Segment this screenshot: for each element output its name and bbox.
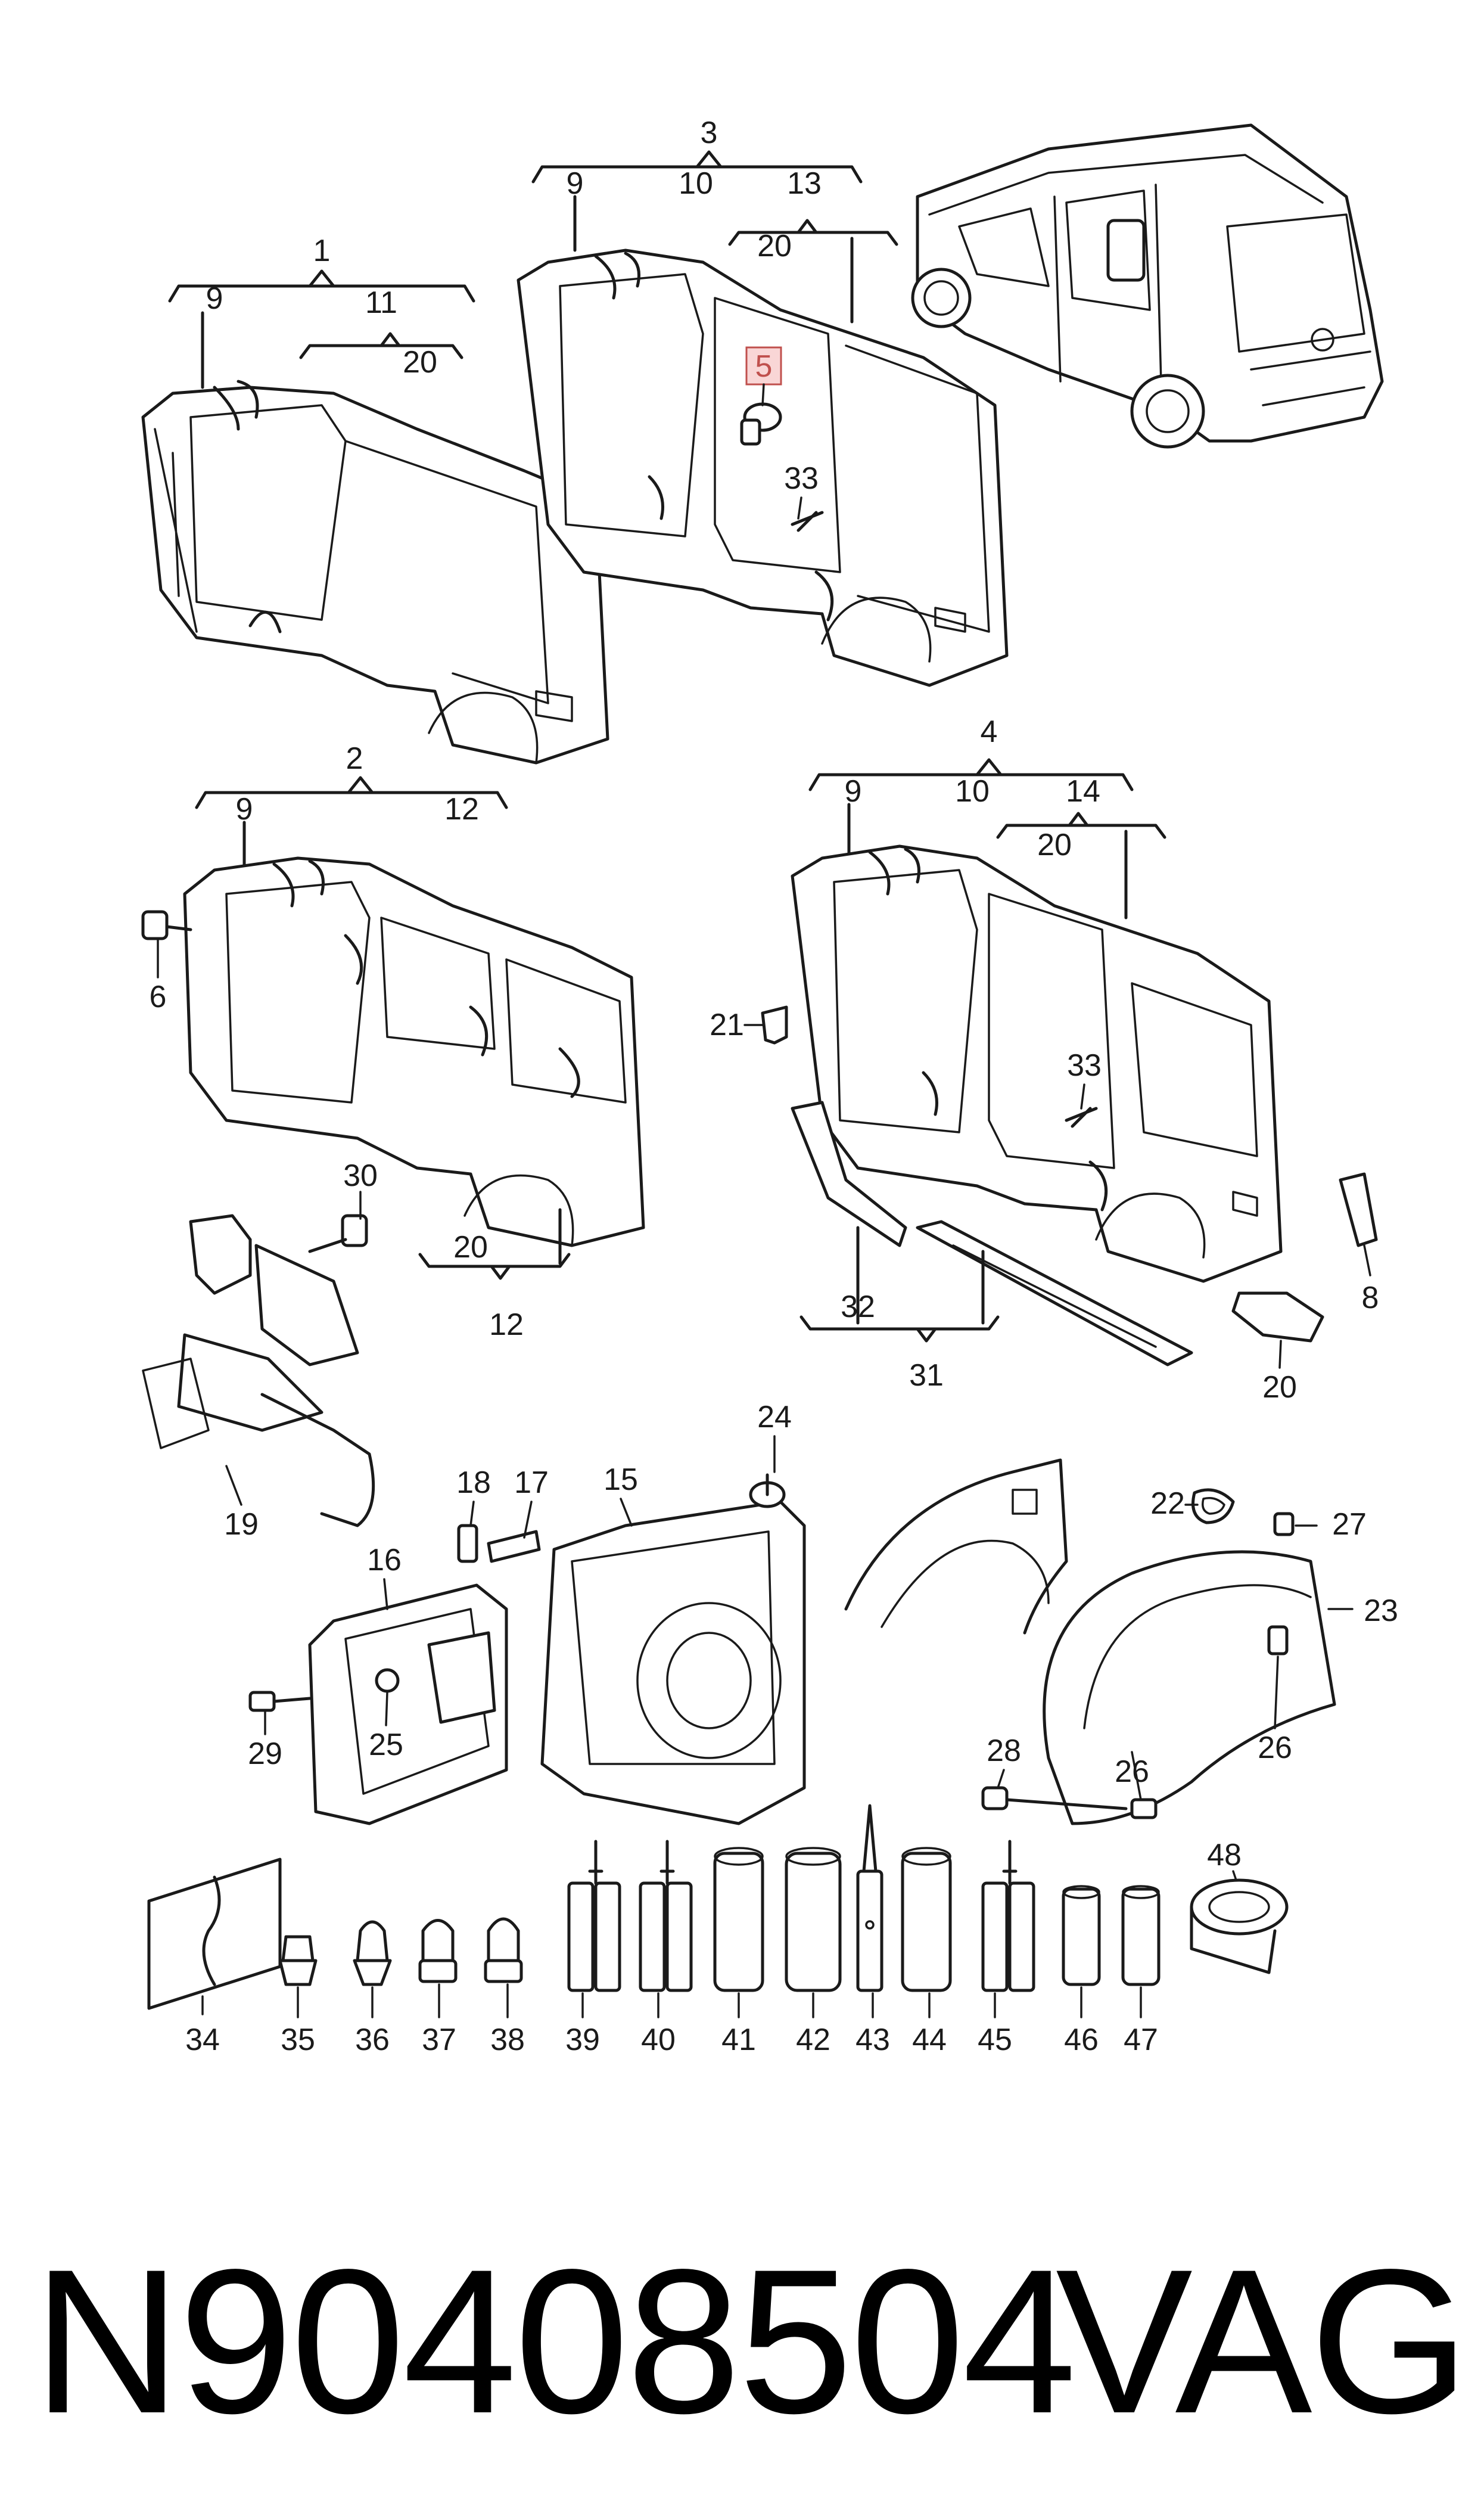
callout-20-a: 20	[403, 345, 437, 380]
highlight-box	[745, 346, 782, 386]
callout-26-a: 26	[1258, 1731, 1292, 1765]
callout-13: 13	[787, 166, 822, 201]
callout-20-e: 20	[453, 1230, 488, 1265]
callout-9-d: 9	[845, 774, 862, 809]
callout-20-c: 20	[1037, 828, 1072, 862]
side-panel-1	[141, 269, 609, 765]
callout-29: 29	[248, 1737, 282, 1771]
callout-25: 25	[369, 1728, 403, 1762]
callout-26-b: 26	[1115, 1754, 1149, 1789]
callout-2: 2	[346, 741, 363, 776]
callout-9-c: 9	[236, 792, 253, 827]
van-illustration	[911, 123, 1384, 449]
callout-5: 5	[755, 349, 773, 384]
callout-38: 38	[490, 2023, 525, 2057]
callout-39: 39	[565, 2023, 600, 2057]
callout-36: 36	[355, 2023, 390, 2057]
brand-label: VAG	[1056, 2227, 1470, 2456]
callout-41: 41	[721, 2023, 756, 2057]
callout-43: 43	[855, 2023, 890, 2057]
callout-33-b: 33	[1067, 1048, 1102, 1083]
small-parts-row	[147, 1804, 1289, 2010]
fuel-filler-housing	[540, 1473, 806, 1825]
part-number: N90408504	[33, 2227, 1077, 2456]
callout-18: 18	[456, 1465, 491, 1500]
callout-17: 17	[514, 1465, 549, 1500]
callout-19: 19	[224, 1507, 259, 1542]
callout-21: 21	[710, 1008, 744, 1042]
callout-22: 22	[1150, 1486, 1185, 1521]
callout-20-b: 20	[757, 229, 792, 263]
callout-46: 46	[1064, 2023, 1099, 2057]
side-panel-4	[761, 758, 1378, 1366]
callout-12-b: 12	[489, 1307, 524, 1342]
callout-44: 44	[912, 2023, 947, 2057]
fuel-filler-door	[248, 1524, 541, 1825]
callout-4: 4	[981, 715, 998, 749]
callout-45: 45	[978, 2023, 1012, 2057]
wheel-arch-liner	[844, 1458, 1336, 1825]
side-panel-3	[517, 150, 1009, 687]
callout-16: 16	[367, 1543, 402, 1577]
callout-34: 34	[185, 2023, 220, 2057]
callout-1: 1	[313, 234, 331, 268]
callout-27: 27	[1332, 1507, 1367, 1542]
fuel-door-bracket	[142, 1214, 375, 1527]
callout-47: 47	[1124, 2023, 1158, 2057]
callout-23: 23	[1364, 1594, 1398, 1628]
callout-8: 8	[1362, 1281, 1379, 1315]
callout-15: 15	[603, 1462, 638, 1497]
callout-42: 42	[796, 2023, 830, 2057]
callout-35: 35	[281, 2023, 315, 2057]
callout-24: 24	[757, 1400, 792, 1434]
callout-9-a: 9	[206, 281, 223, 316]
callout-11: 11	[365, 285, 397, 320]
callout-31: 31	[909, 1358, 944, 1393]
callout-40: 40	[641, 2023, 676, 2057]
callout-33-a: 33	[784, 461, 819, 496]
callout-6: 6	[150, 980, 167, 1014]
callout-28: 28	[987, 1734, 1021, 1768]
callout-3: 3	[701, 116, 718, 150]
callout-30: 30	[343, 1158, 378, 1193]
callouts: 1 9 11 20 3 9 10 13 20 5 33 2 9 12 6 4 9…	[150, 116, 1398, 2057]
callout-10-b: 10	[955, 774, 990, 809]
callout-14: 14	[1066, 774, 1100, 809]
callout-10-a: 10	[679, 166, 713, 201]
side-panel-2	[141, 776, 645, 1280]
callout-37: 37	[422, 2023, 456, 2057]
callout-32: 32	[841, 1290, 875, 1324]
callout-9-b: 9	[567, 166, 584, 201]
callout-12-a: 12	[444, 792, 479, 827]
callout-48: 48	[1207, 1838, 1242, 1872]
callout-20-d: 20	[1262, 1370, 1297, 1405]
